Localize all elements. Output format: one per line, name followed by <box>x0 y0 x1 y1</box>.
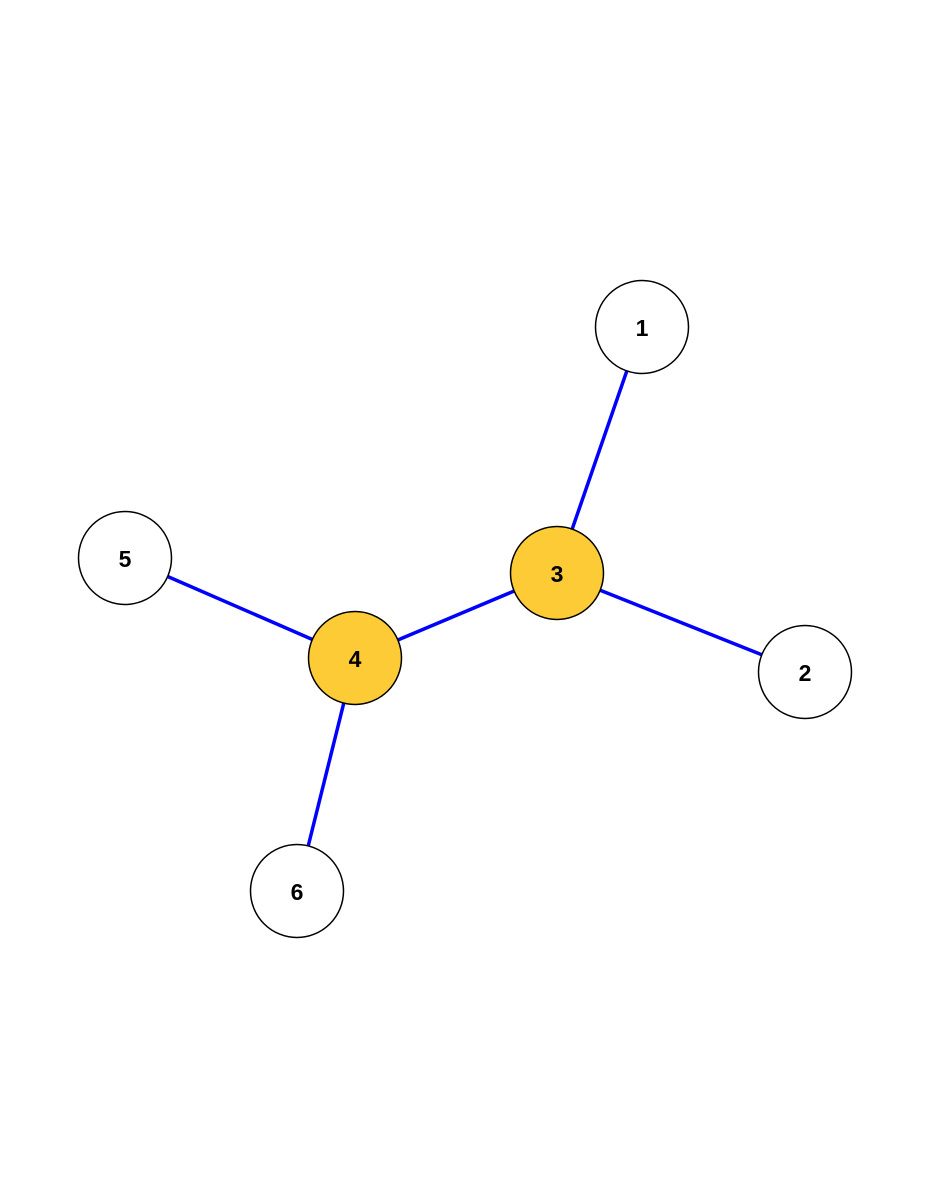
node-label-6: 6 <box>291 879 304 905</box>
edge-3-2 <box>599 588 763 657</box>
node-circle-4 <box>307 610 403 706</box>
node-5: 5 <box>77 510 173 606</box>
node-3: 3 <box>509 525 605 621</box>
node-6: 6 <box>249 843 345 939</box>
edges-layer <box>166 370 763 847</box>
node-label-5: 5 <box>119 546 132 572</box>
nodes-layer: 1 2 3 4 5 6 <box>77 279 853 939</box>
edge-4-5 <box>166 574 314 642</box>
node-1: 1 <box>594 279 690 375</box>
edge-3-4 <box>397 589 515 642</box>
node-label-1: 1 <box>636 315 649 341</box>
node-circle-5 <box>77 510 173 606</box>
node-label-3: 3 <box>551 561 564 587</box>
node-circle-2 <box>757 624 853 720</box>
node-circle-6 <box>249 843 345 939</box>
node-2: 2 <box>757 624 853 720</box>
node-circle-3 <box>509 525 605 621</box>
node-label-4: 4 <box>349 646 362 672</box>
node-circle-1 <box>594 279 690 375</box>
edge-3-1 <box>570 370 629 530</box>
node-4: 4 <box>307 610 403 706</box>
edge-4-6 <box>306 702 346 847</box>
node-label-2: 2 <box>799 660 812 686</box>
